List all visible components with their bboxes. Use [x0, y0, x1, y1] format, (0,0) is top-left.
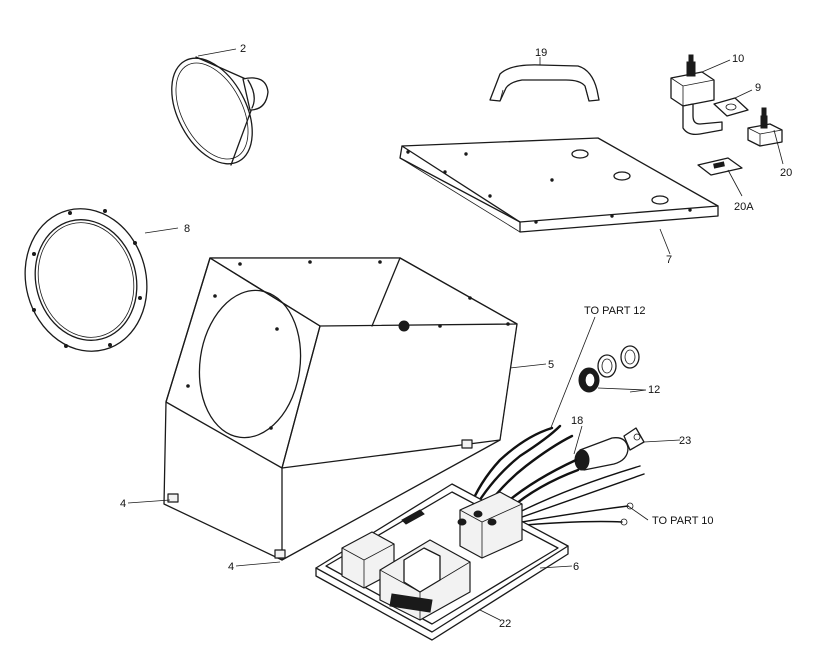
part-6-transformer-assembly	[341, 491, 523, 621]
label-to-part-12: TO PART 12	[584, 305, 646, 317]
part-20-switch	[747, 107, 783, 147]
label-part-19: 19	[535, 47, 547, 59]
part-5-housing	[163, 257, 518, 561]
label-to-part-10: TO PART 10	[652, 515, 714, 527]
part-2-reflector	[171, 56, 269, 166]
part-7-top-cover	[399, 137, 719, 233]
part-labels: 2 19 10 9 20 20A 7 8 5 TO PART 12 12 18 …	[120, 43, 792, 630]
label-part-20: 20	[780, 167, 792, 179]
part-12-grommet-set	[578, 345, 640, 393]
leader-lines	[127, 48, 784, 621]
label-part-23: 23	[679, 435, 691, 447]
part-8-bezel-ring	[24, 208, 148, 352]
part-19-handle	[489, 64, 600, 102]
label-part-18: 18	[571, 415, 583, 427]
part-10-switch	[670, 54, 723, 136]
label-part-6: 6	[573, 561, 579, 573]
label-part-20a: 20A	[734, 201, 754, 213]
label-part-10: 10	[732, 53, 744, 65]
label-part-22: 22	[499, 618, 511, 630]
label-part-7: 7	[666, 254, 672, 266]
label-part-12: 12	[648, 384, 660, 396]
part-20a-plate	[697, 157, 743, 176]
part-23-connector	[574, 427, 645, 471]
label-part-2: 2	[240, 43, 246, 55]
label-part-5: 5	[548, 359, 554, 371]
label-part-4-upper: 4	[120, 498, 126, 510]
label-part-8: 8	[184, 223, 190, 235]
label-part-4-lower: 4	[228, 561, 234, 573]
label-part-9: 9	[755, 82, 761, 94]
part-9-plate	[713, 97, 749, 117]
